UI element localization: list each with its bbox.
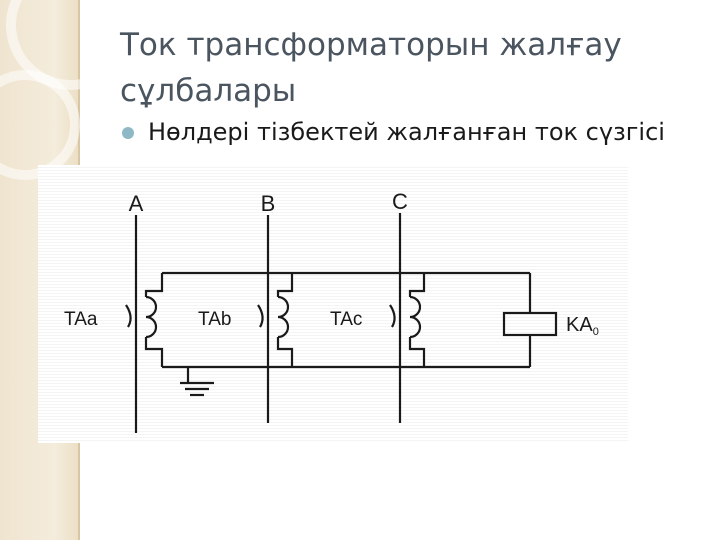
bullet-dot-icon xyxy=(122,127,134,139)
transformer-winding-tab xyxy=(277,295,290,339)
phase-label-b: B xyxy=(261,191,276,216)
wire-taa-bottom xyxy=(144,337,164,367)
bullet-text: Нөлдері тізбектей жалғанған ток сүзгісі xyxy=(148,118,665,146)
transformer-primary-tac xyxy=(389,304,396,328)
phase-label-c: C xyxy=(392,189,408,214)
bullet-item: Нөлдері тізбектей жалғанған ток сүзгісі xyxy=(122,118,665,146)
transformer-label-taa: TAa xyxy=(64,309,98,330)
relay-label-main: KA xyxy=(566,314,593,336)
transformer-winding-tac xyxy=(409,295,422,339)
relay-label-subscript: 0 xyxy=(593,326,599,338)
transformer-label-tab: TAb xyxy=(198,309,231,330)
slide-title: Ток трансформаторын жалғау сұлбалары xyxy=(120,27,622,109)
wire-tac-top xyxy=(408,273,426,297)
circuit-diagram: A B C TAa TAb TAc KA0 xyxy=(38,165,628,443)
transformer-winding-taa xyxy=(145,295,158,339)
relay-coil xyxy=(502,311,558,337)
decorative-circle xyxy=(6,0,136,90)
diagram-background xyxy=(38,165,628,443)
transformer-label-tac: TAc xyxy=(330,309,362,330)
wire-tac-bottom xyxy=(408,337,426,367)
transformer-primary-taa xyxy=(125,304,132,328)
wire-tab-top xyxy=(276,273,294,297)
phase-label-a: A xyxy=(129,191,144,216)
relay-label: KA0 xyxy=(566,314,599,338)
wire-tab-bottom xyxy=(276,337,294,367)
transformer-primary-tab xyxy=(257,304,264,328)
wire-taa-top xyxy=(144,273,164,297)
